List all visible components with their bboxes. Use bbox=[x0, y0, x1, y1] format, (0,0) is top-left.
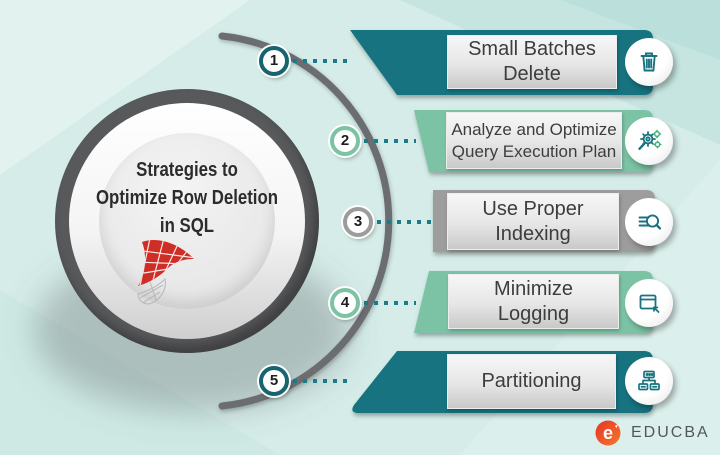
minimize-logging-icon bbox=[639, 294, 660, 313]
step-number: 3 bbox=[353, 213, 363, 230]
partitioning-icon bbox=[638, 370, 660, 391]
step-label: Partitioning bbox=[447, 354, 616, 409]
step-connector bbox=[364, 139, 416, 143]
brand-name: EDUCBA bbox=[631, 424, 710, 441]
step-icon-circle bbox=[625, 279, 673, 327]
step-connector bbox=[377, 220, 431, 224]
title-line: Strategies to bbox=[136, 159, 238, 181]
step-connector bbox=[293, 59, 351, 63]
step-icon-circle bbox=[625, 38, 673, 86]
step-label-line: Delete bbox=[503, 63, 561, 85]
step-label: Use Proper Indexing bbox=[447, 193, 619, 250]
step-badge-4: 4 bbox=[330, 288, 360, 318]
step-connector bbox=[364, 301, 416, 305]
step-badge-3: 3 bbox=[343, 207, 373, 237]
step-icon-circle bbox=[625, 117, 673, 165]
step-badge-1: 1 bbox=[259, 46, 289, 76]
step-label: Minimize Logging bbox=[448, 274, 619, 329]
sql-logo-reflection bbox=[137, 277, 166, 305]
educba-icon: e bbox=[595, 420, 621, 446]
step-label-line: Indexing bbox=[495, 222, 571, 245]
step-label-line: Logging bbox=[497, 302, 570, 325]
title-line: Optimize Row Deletion bbox=[95, 187, 279, 209]
step-badge-5: 5 bbox=[259, 366, 289, 396]
step-label-line: Analyze and Optimize bbox=[451, 120, 617, 140]
step-connector bbox=[293, 379, 351, 383]
step-label-line: Partitioning bbox=[481, 370, 582, 392]
step-number: 4 bbox=[340, 294, 350, 311]
sql-server-logo bbox=[137, 239, 194, 305]
step-icon-circle bbox=[625, 198, 673, 246]
step-badge-2: 2 bbox=[330, 126, 360, 156]
optimize-gears-icon bbox=[638, 129, 662, 150]
step-label-line: Small Batches bbox=[468, 38, 596, 60]
central-circle-ring bbox=[69, 103, 305, 339]
central-circle-face bbox=[99, 133, 275, 309]
step-number: 2 bbox=[340, 132, 350, 149]
search-index-icon bbox=[638, 214, 662, 230]
central-circle bbox=[55, 89, 319, 353]
bg-facet bbox=[0, 0, 250, 175]
step-number: 5 bbox=[269, 372, 279, 389]
trash-icon bbox=[640, 52, 658, 72]
title-line: in SQL bbox=[159, 215, 215, 237]
svg-text:e: e bbox=[603, 423, 613, 443]
step-label-line: Query Execution Plan bbox=[451, 141, 617, 161]
step-label-line: Use Proper bbox=[482, 197, 584, 220]
step-label: Analyze and Optimize Query Execution Pla… bbox=[446, 112, 622, 169]
brand-logo: e EDUCBA bbox=[592, 417, 710, 449]
step-label-line: Minimize bbox=[494, 277, 573, 300]
step-label: Small Batches Delete bbox=[447, 35, 617, 89]
step-number: 1 bbox=[269, 52, 279, 69]
page-title: Strategies to Optimize Row Deletion in S… bbox=[89, 156, 286, 240]
step-icon-circle bbox=[625, 357, 673, 405]
